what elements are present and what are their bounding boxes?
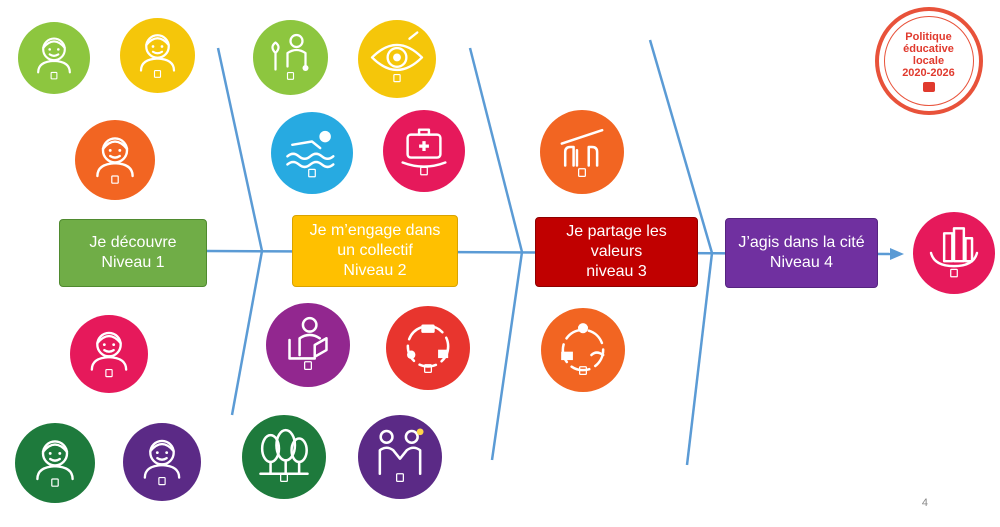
bone-3-lower xyxy=(685,252,714,466)
icon-circle xyxy=(541,308,625,392)
icon-circle xyxy=(271,112,353,194)
politique-educative-badge: Politique éducative locale 2020-2026 xyxy=(857,0,1000,122)
level-1-text-1: Je découvre xyxy=(89,234,177,251)
level-3-text-2: valeurs xyxy=(590,243,643,260)
icon-circle xyxy=(120,18,195,93)
icon-circle xyxy=(123,423,201,501)
level-3-text-3: niveau 3 xyxy=(586,263,647,280)
digital-cycle-icon xyxy=(386,306,470,390)
level-4-text-2: Niveau 4 xyxy=(769,254,834,271)
bone-1-upper xyxy=(216,47,264,252)
icon-circle xyxy=(242,415,326,499)
icon-circle xyxy=(383,110,465,192)
trees-icon xyxy=(242,415,326,499)
level-4-text-1: J’agis dans la cité xyxy=(738,234,865,251)
icon-circle xyxy=(253,20,328,95)
eye-palette-icon xyxy=(358,20,436,98)
icon-circle xyxy=(70,315,148,393)
bone-1-lower xyxy=(230,250,264,416)
level-2-text-3: Niveau 2 xyxy=(343,262,407,279)
page-number: 4 xyxy=(921,497,928,509)
icon-circle xyxy=(18,22,90,94)
level-box: Je partage les valeurs niveau 3 xyxy=(535,217,698,287)
idea-cycle-icon xyxy=(541,308,625,392)
badge-line-4: 2020-2026 xyxy=(902,66,955,79)
badge-line-3: locale xyxy=(912,54,945,67)
level-1-text-2: Niveau 1 xyxy=(101,254,165,271)
bone-3-upper xyxy=(648,39,714,254)
icon-circle xyxy=(358,20,436,98)
reading-person-icon xyxy=(266,303,350,387)
icon-circle xyxy=(15,423,95,503)
child-face-icon xyxy=(123,423,201,501)
level-3-text-1: Je partage les xyxy=(566,223,667,240)
handshake-people-icon xyxy=(358,415,442,499)
raised-hands-icon xyxy=(540,110,624,194)
child-face-icon xyxy=(75,120,155,200)
first-aid-kit-icon xyxy=(383,110,465,192)
bone-2-upper xyxy=(468,47,524,253)
child-face-icon xyxy=(18,22,90,94)
icon-circle xyxy=(266,303,350,387)
level-2-text-2: un collectif xyxy=(337,242,413,259)
child-face-icon xyxy=(70,315,148,393)
icon-circle xyxy=(358,415,442,499)
icon-circle xyxy=(386,306,470,390)
child-face-icon xyxy=(120,18,195,93)
bone-2-lower xyxy=(490,251,524,461)
city-logo-icon xyxy=(922,81,935,92)
icon-circle xyxy=(913,212,995,294)
swimmer-icon xyxy=(271,112,353,194)
icon-circle xyxy=(75,120,155,200)
spine-arrowhead xyxy=(890,248,904,260)
badge-stamp: Politique éducative locale 2020-2026 xyxy=(874,7,983,115)
level-2-text-1: Je m’engage dans xyxy=(309,222,441,239)
badge-line-1: Politique xyxy=(905,30,952,43)
city-hands-icon xyxy=(913,212,995,294)
badge-line-2: éducative xyxy=(903,42,954,55)
icon-circle xyxy=(540,110,624,194)
growth-person-icon xyxy=(253,20,328,95)
child-face-icon xyxy=(15,423,95,503)
